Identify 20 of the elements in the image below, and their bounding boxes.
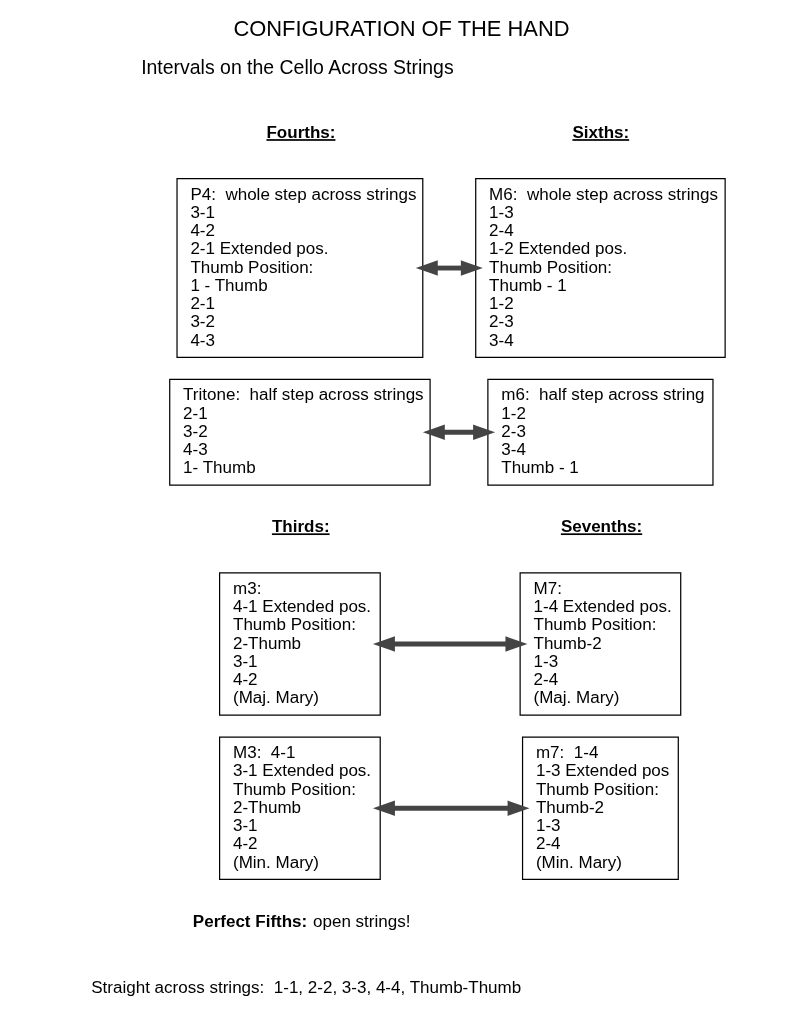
label: Straight across strings: 1-1, 2-2, 3-3, 4-4, Thumb-Thumb xyxy=(90,978,521,998)
node-box: M3: 4-1 3-1 Extended pos. Thumb Position: 2-Thumb 3-1 4-2 (Min. Mary) xyxy=(218,736,381,881)
node-box: m3: 4-1 Extended pos. Thumb Position: 2-Thumb 3-1 4-2 (Maj. Mary) xyxy=(218,572,381,716)
label: Perfect Fifths: open strings! xyxy=(192,911,410,931)
diagram-title: CONFIGURATION OF THE HAND xyxy=(232,15,570,41)
label: Intervals on the Cello Across Strings xyxy=(140,55,454,78)
label: Sixths: xyxy=(571,123,629,143)
node-box: P4: whole step across strings 3-1 4-2 2-1 Extended pos. Thumb Position: 1 - Thumb 2-1 3-2 4-3 xyxy=(175,178,423,359)
node-box: m6: half step across string 1-2 2-3 3-4 Thumb - 1 xyxy=(486,378,714,486)
node-box: m7: 1-4 1-3 Extended pos Thumb Position: Thumb-2 1-3 2-4 (Min. Mary) xyxy=(521,736,679,881)
label: Sevenths: xyxy=(560,517,642,537)
node-box: Tritone: half step across strings 2-1 3-2 4-3 1- Thumb xyxy=(168,378,431,486)
label: Thirds: xyxy=(271,517,330,537)
arrow xyxy=(422,424,495,440)
arrow xyxy=(415,260,483,276)
label: Fourths: xyxy=(265,123,335,143)
node-box: M6: whole step across strings 1-3 2-4 1-2 Extended pos. Thumb Position: Thumb - 1 1-2 2-3 3-4 xyxy=(474,178,726,359)
node-box: M7: 1-4 Extended pos. Thumb Position: Thumb-2 1-3 2-4 (Maj. Mary) xyxy=(519,572,681,716)
arrow xyxy=(372,636,527,652)
arrow xyxy=(372,800,530,816)
